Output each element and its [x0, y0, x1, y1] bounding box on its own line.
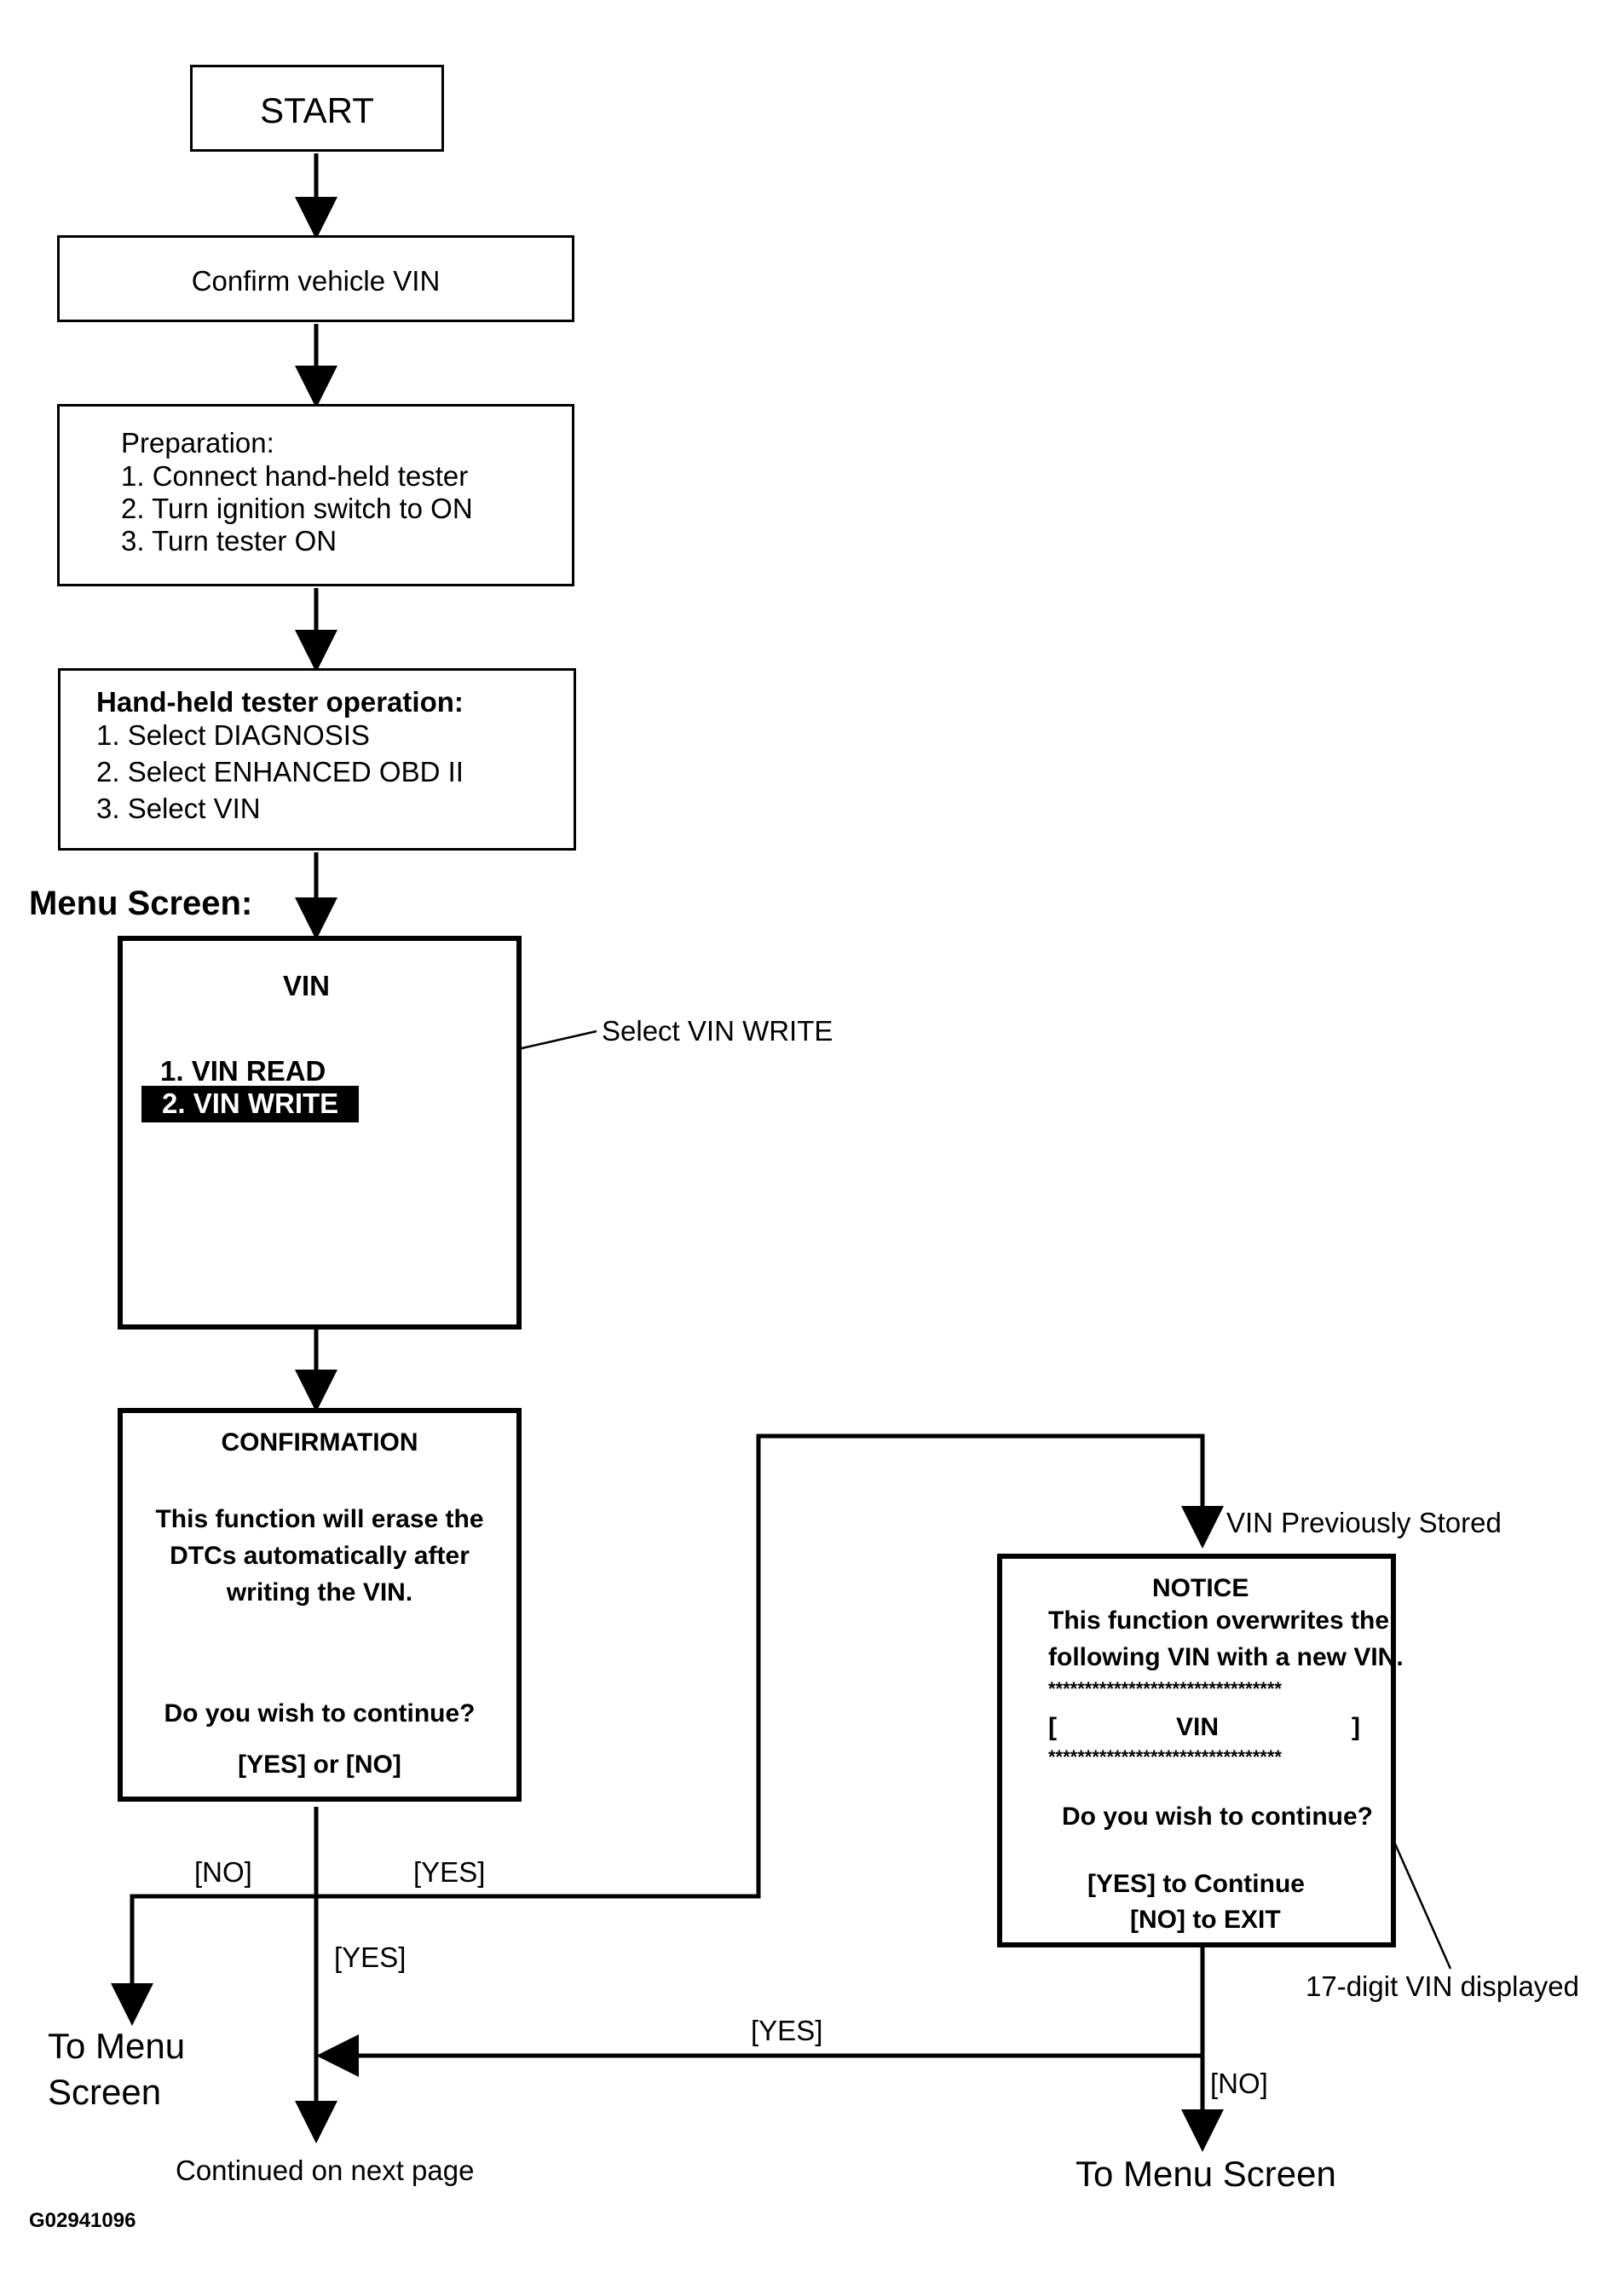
confirmation-question: Do you wish to continue? [164, 1699, 476, 1728]
branch-label-no-left: [NO] [194, 1856, 252, 1888]
branch-label-yes-down: [YES] [334, 1941, 407, 1973]
preparation-step: 2. Turn ignition switch to ON [121, 493, 473, 524]
tester-operation-title: Hand-held tester operation: [96, 686, 464, 718]
arrow-yes-to-notice [316, 1434, 1224, 1899]
notice-body-line: This function overwrites the [1048, 1607, 1390, 1635]
notice-question: Do you wish to continue? [1062, 1803, 1373, 1831]
confirm-vin-box: Confirm vehicle VIN [57, 235, 574, 322]
notice-vin-placeholder: VIN [1176, 1713, 1220, 1741]
notice-no-option: [NO] to EXIT [1130, 1906, 1281, 1934]
start-label: START [260, 90, 374, 130]
confirmation-body-line: This function will erase the [155, 1505, 484, 1533]
notice-bracket-open: [ [1048, 1713, 1057, 1741]
confirmation-title: CONFIRMATION [221, 1428, 418, 1457]
tester-operation-step: 1. Select DIAGNOSIS [96, 719, 370, 751]
notice-stars-bottom: ******************************** [1048, 1746, 1282, 1768]
preparation-box: Preparation: 1. Connect hand-held tester… [57, 404, 574, 586]
continued-on-next-page: Continued on next page [176, 2155, 475, 2186]
confirm-vin-label: Confirm vehicle VIN [191, 265, 441, 297]
figure-id: G02941096 [29, 2209, 136, 2232]
vin-previously-stored-label: VIN Previously Stored [1226, 1507, 1502, 1538]
to-menu-screen-left: To Menu [48, 2026, 186, 2066]
notice-screen: NOTICE This function overwrites the foll… [997, 1554, 1404, 1947]
preparation-title: Preparation: [121, 427, 274, 459]
notice-yes-option: [YES] to Continue [1087, 1870, 1305, 1898]
start-box: START [190, 65, 444, 152]
menu-screen-label: Menu Screen: [29, 885, 253, 922]
seventeen-digit-note: 17-digit VIN displayed [1306, 1970, 1580, 2002]
branch-label-no-bottom: [NO] [1210, 2068, 1268, 2099]
to-menu-screen-right: To Menu Screen [1076, 2154, 1336, 2194]
notice-bracket-close: ] [1352, 1713, 1360, 1741]
select-vin-write-note: Select VIN WRITE [602, 1015, 833, 1047]
preparation-step: 3. Turn tester ON [121, 525, 337, 557]
vin-menu-title: VIN [283, 970, 331, 1001]
to-menu-screen-left: Screen [48, 2072, 162, 2112]
confirmation-options: [YES] or [NO] [238, 1751, 401, 1779]
vin-menu-screen: VIN 1. VIN READ 2. VIN WRITE [118, 936, 522, 1330]
arrow-no-to-menu-left [111, 1894, 316, 2026]
notice-body-line: following VIN with a new VIN. [1048, 1643, 1404, 1671]
confirmation-screen: CONFIRMATION This function will erase th… [118, 1408, 522, 1802]
tester-operation-step: 2. Select ENHANCED OBD II [96, 756, 464, 787]
branch-label-yes-bottom: [YES] [751, 2015, 823, 2046]
notice-stars-top: ******************************** [1048, 1678, 1282, 1699]
confirmation-body-line: DTCs automatically after [170, 1542, 470, 1570]
tester-operation-box: Hand-held tester operation: 1. Select DI… [58, 668, 576, 851]
menu-item-vin-write: 2. VIN WRITE [141, 1086, 360, 1122]
tester-operation-step: 3. Select VIN [96, 793, 261, 824]
preparation-step: 1. Connect hand-held tester [121, 460, 469, 492]
confirmation-body-line: writing the VIN. [226, 1578, 413, 1607]
notice-title: NOTICE [1152, 1574, 1249, 1602]
menu-item-vin-read: 1. VIN READ [160, 1055, 326, 1087]
branch-label-yes-right: [YES] [413, 1856, 486, 1888]
